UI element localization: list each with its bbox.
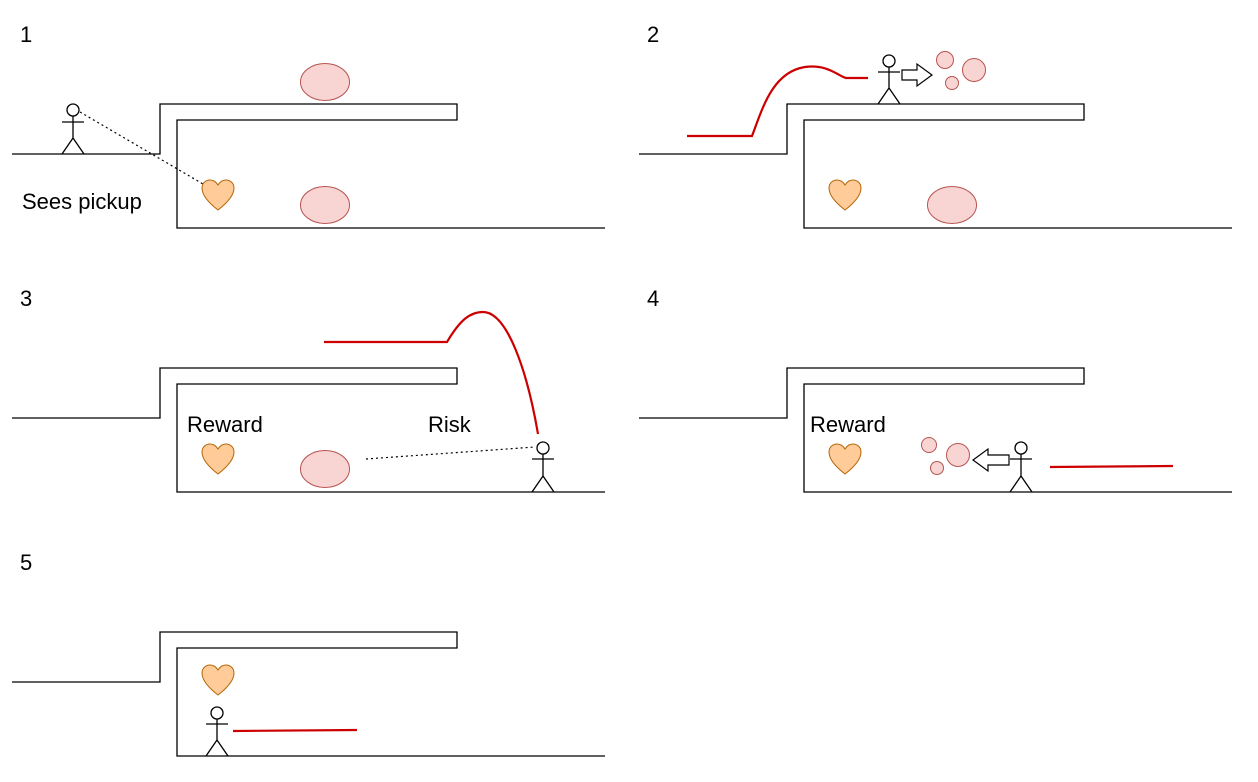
terrain — [12, 631, 605, 757]
hazard-blob-icon — [930, 461, 944, 475]
stick-figure-icon — [61, 103, 85, 155]
hazard-blob-icon — [962, 58, 986, 82]
heart-icon — [201, 443, 235, 475]
heart-icon — [828, 443, 862, 475]
panel-5: 5 — [12, 550, 605, 757]
arrow-right-icon — [901, 62, 934, 88]
hazard-blob-icon — [300, 450, 350, 488]
panel-number: 5 — [20, 550, 32, 575]
hazard-blob-icon — [927, 186, 977, 224]
risk-label: Risk — [428, 412, 472, 437]
hazard-blob-icon — [300, 63, 350, 101]
stick-figure-icon — [531, 441, 555, 493]
panel-number: 1 — [20, 22, 32, 47]
hazard-blob-icon — [300, 186, 350, 224]
arrow-left-icon — [971, 447, 1010, 473]
panel-2: 2 — [639, 22, 1232, 229]
reward-label: Reward — [187, 412, 263, 437]
stick-figure-icon — [205, 706, 229, 757]
terrain — [639, 367, 1232, 493]
panel-number: 3 — [20, 286, 32, 311]
player-path — [232, 728, 358, 733]
panel-number: 2 — [647, 22, 659, 47]
stick-figure-icon — [1009, 441, 1033, 493]
heart-icon — [201, 179, 235, 211]
player-path — [1049, 464, 1174, 469]
panel-3: 3 Reward Risk — [12, 286, 605, 493]
caption: Sees pickup — [22, 189, 142, 214]
sight-line — [79, 111, 204, 185]
stick-figure-icon — [877, 54, 901, 105]
hazard-blob-icon — [921, 437, 937, 453]
hazard-blob-icon — [945, 76, 959, 90]
panel-4: 4 Reward — [639, 286, 1232, 493]
hazard-blob-icon — [946, 443, 970, 467]
heart-icon — [201, 664, 235, 696]
terrain — [639, 103, 1232, 229]
player-path — [687, 65, 868, 138]
player-path — [324, 310, 540, 435]
terrain — [12, 103, 605, 229]
reward-label: Reward — [810, 412, 886, 437]
terrain — [12, 367, 605, 493]
hazard-blob-icon — [936, 51, 954, 69]
panel-number: 4 — [647, 286, 659, 311]
heart-icon — [828, 179, 862, 211]
sight-line — [365, 446, 536, 460]
panel-1: 1 Sees pickup — [12, 22, 605, 229]
